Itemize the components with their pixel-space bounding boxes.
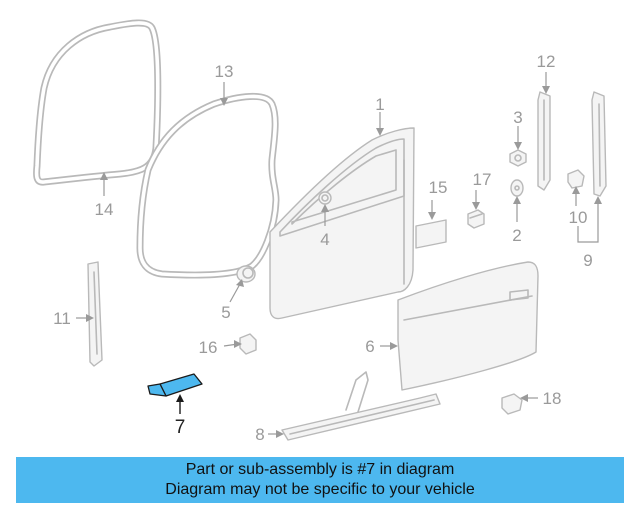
part-10-clip[interactable]: [567, 169, 585, 189]
part-6-outer-panel[interactable]: [397, 261, 539, 391]
banner-line-2: Diagram may not be specific to your vehi…: [165, 481, 475, 498]
part-11-pillar-garnish[interactable]: [87, 261, 103, 367]
part-17-bracket[interactable]: [467, 209, 485, 229]
callout-3[interactable]: 3: [513, 108, 522, 127]
info-banner: Part or sub-assembly is #7 in diagram Di…: [16, 457, 624, 503]
part-8-rocker-molding[interactable]: [281, 371, 441, 441]
callout-18[interactable]: 18: [543, 389, 562, 408]
callout-16[interactable]: 16: [199, 338, 218, 357]
part-3-nut[interactable]: [509, 149, 527, 167]
callout-6[interactable]: 6: [365, 337, 374, 356]
banner-line-1: Part or sub-assembly is #7 in diagram: [185, 461, 455, 478]
callout-12[interactable]: 12: [537, 52, 556, 71]
part-7-adhesive-tube[interactable]: [147, 373, 203, 397]
callout-15[interactable]: 15: [429, 178, 448, 197]
part-5-cap[interactable]: [236, 265, 256, 283]
callout-17[interactable]: 17: [473, 170, 492, 189]
leader-lines: [76, 72, 602, 438]
callout-11[interactable]: 11: [53, 309, 71, 328]
part-1-door-shell[interactable]: [269, 127, 415, 320]
callout-4[interactable]: 4: [320, 230, 329, 249]
part-14-weatherstrip[interactable]: [33, 19, 162, 186]
part-15-pad[interactable]: [415, 219, 447, 249]
part-18-clip[interactable]: [501, 393, 523, 415]
callout-13[interactable]: 13: [215, 62, 234, 81]
part-16-clip[interactable]: [239, 333, 257, 355]
callout-labels: 1 2 3 4 5 6 7 8 9 10 11 12 13 14 15 16 1…: [53, 52, 593, 444]
callout-5[interactable]: 5: [221, 303, 230, 322]
part-12-pillar-trim[interactable]: [537, 91, 551, 191]
callout-10[interactable]: 10: [569, 208, 588, 227]
exploded-parts-diagram: 1 2 3 4 5 6 7 8 9 10 11 12 13 14 15 16 1…: [33, 19, 607, 444]
part-2-washer[interactable]: [510, 179, 524, 197]
callout-2[interactable]: 2: [512, 226, 521, 245]
part-9-channel[interactable]: [591, 91, 607, 197]
callout-8[interactable]: 8: [255, 425, 264, 444]
part-4-clip[interactable]: [318, 191, 332, 205]
callout-14[interactable]: 14: [95, 200, 114, 219]
callout-9[interactable]: 9: [583, 251, 592, 270]
callout-1[interactable]: 1: [375, 95, 384, 114]
callout-7[interactable]: 7: [175, 417, 186, 438]
